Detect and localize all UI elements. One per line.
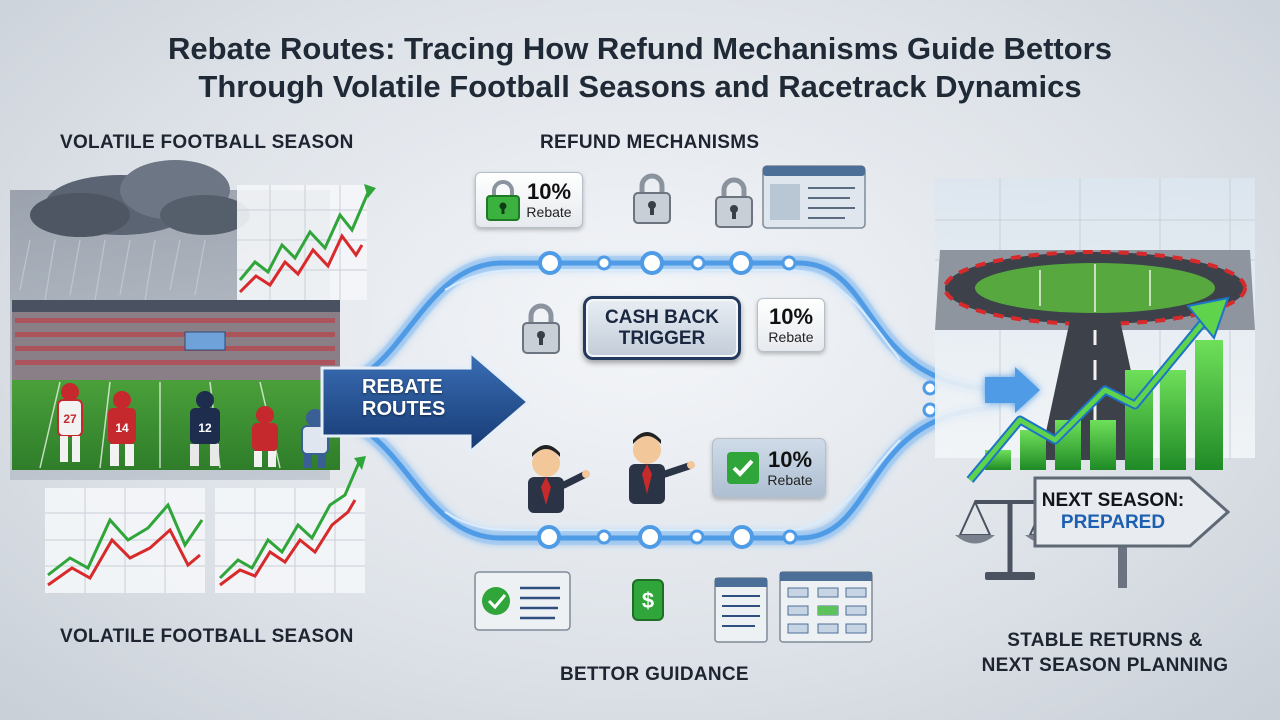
rebate-word: Rebate: [526, 204, 572, 220]
lock-icon: [715, 177, 753, 228]
route-nodes-top: [538, 251, 938, 418]
stable-returns-chart: [966, 296, 1230, 483]
next-season-line-2: PREPARED: [1060, 512, 1166, 533]
green-lock-icon: [486, 180, 521, 221]
volatile-season-label-bottom: VOLATILE FOOTBALL SEASON: [60, 626, 354, 647]
player-red-1: 27: [57, 383, 83, 462]
rebate-routes-text: REBATE ROUTES: [362, 376, 492, 420]
checklist-document: [474, 571, 571, 631]
trigger-line-1: CASH BACK: [605, 307, 719, 328]
next-season-line-1: NEXT SEASON:: [1041, 490, 1185, 511]
bettor-guidance-label: BETTOR GUIDANCE: [560, 664, 749, 685]
flowchart-document: [779, 571, 873, 643]
page-title: Rebate Routes: Tracing How Refund Mechan…: [40, 30, 1240, 106]
title-line-1: Rebate Routes: Tracing How Refund Mechan…: [168, 31, 1112, 66]
rebate-route-paths: [329, 256, 1001, 545]
jersey-number: 12: [198, 421, 212, 435]
volatile-chart-top: [237, 184, 376, 300]
svg-text:$: $: [642, 588, 654, 613]
dashboard-card: [762, 165, 866, 229]
rebate-tag-green-lock: 10% Rebate: [475, 172, 583, 228]
route-nodes-bottom: [537, 525, 798, 549]
player-red-3: [252, 406, 278, 467]
next-season-text: NEXT SEASON: PREPARED: [1038, 478, 1188, 546]
rebate-routes-line-1: REBATE: [362, 376, 443, 398]
advisor-figure: [629, 432, 695, 504]
rebate-routes-arrow: [320, 348, 531, 456]
rebate-percent: 10%: [768, 304, 814, 329]
list-document: [714, 577, 768, 643]
stable-returns-line-2: NEXT SEASON PLANNING: [981, 655, 1229, 676]
title-line-2: Through Volatile Football Seasons and Ra…: [198, 69, 1082, 104]
rebate-word: Rebate: [768, 329, 814, 345]
volatile-chart-bottom-left: [45, 488, 205, 593]
football-players: 27 14 12: [57, 383, 329, 468]
advisor-figure: [528, 445, 590, 513]
rebate-word: Rebate: [767, 472, 813, 488]
checkmark-icon: [727, 452, 760, 484]
rebate-tag-text: 10% Rebate: [768, 304, 814, 345]
volatile-season-label-top: VOLATILE FOOTBALL SEASON: [60, 132, 354, 153]
jersey-number: 27: [63, 412, 77, 426]
player-navy: 12: [190, 391, 220, 466]
player-red-2: 14: [108, 391, 136, 466]
dollar-icon: $: [632, 579, 664, 621]
storm-cloud-icon: [19, 160, 250, 301]
rebate-tag-text: 10% Rebate: [767, 447, 813, 488]
rebate-percent: 10%: [526, 179, 572, 204]
lock-icon: [633, 173, 671, 224]
lock-icon: [522, 303, 560, 354]
refund-mechanisms-label: REFUND MECHANISMS: [540, 132, 760, 153]
rebate-percent: 10%: [767, 447, 813, 472]
stable-returns-line-1: STABLE RETURNS &: [1007, 630, 1203, 651]
rebate-tag-checkmark: 10% Rebate: [712, 438, 826, 498]
cash-back-trigger-badge: CASH BACK TRIGGER: [583, 296, 741, 360]
next-season-sign: [1033, 476, 1231, 588]
trigger-line-2: TRIGGER: [618, 328, 706, 349]
rebate-tag-text: 10% Rebate: [526, 179, 572, 220]
rebate-tag-middle: 10% Rebate: [757, 298, 825, 352]
volatile-chart-bottom-right: [215, 456, 366, 593]
jersey-number: 14: [115, 421, 129, 435]
stable-returns-label: STABLE RETURNS & NEXT SEASON PLANNING: [960, 628, 1250, 678]
rebate-routes-line-2: ROUTES: [362, 398, 446, 420]
